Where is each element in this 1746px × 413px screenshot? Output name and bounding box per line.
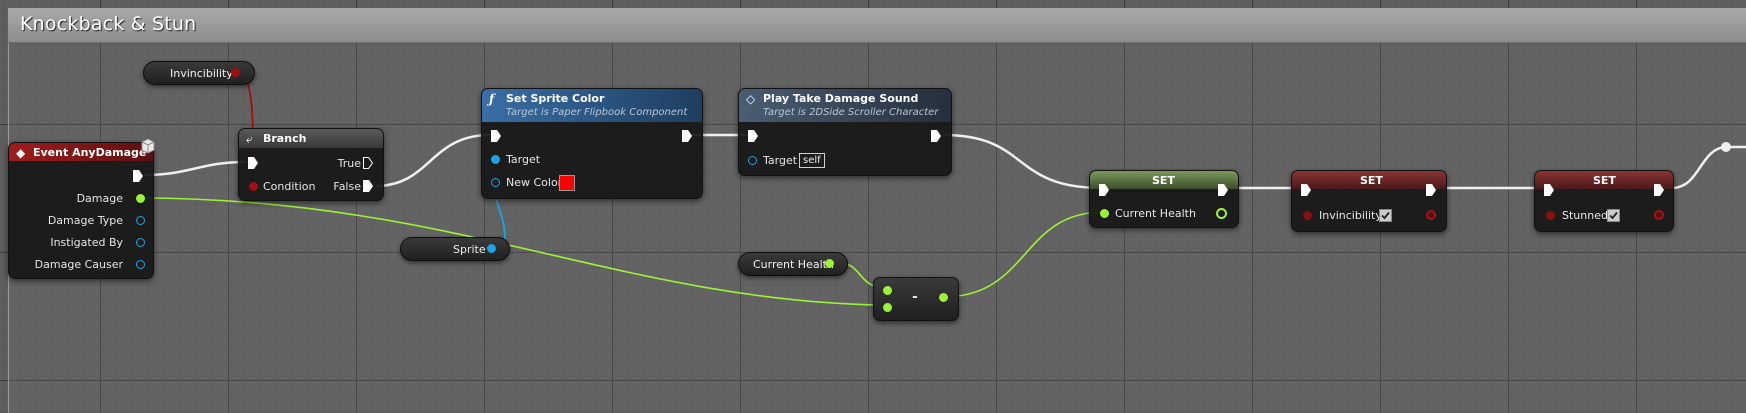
current-health-getter[interactable]: Current Health bbox=[738, 252, 848, 276]
exec-wire bbox=[1671, 145, 1746, 190]
sprite-getter[interactable]: Sprite bbox=[400, 237, 510, 261]
bool-output-pin[interactable] bbox=[231, 68, 240, 77]
custom-event-diamond-icon: ◇ bbox=[746, 92, 756, 106]
damage-causer-pin[interactable] bbox=[136, 260, 145, 269]
damage-type-pin-label: Damage Type bbox=[47, 214, 123, 227]
set-stunned-node[interactable]: SET Stunned bbox=[1534, 170, 1674, 232]
current-health-output-pin[interactable] bbox=[1216, 208, 1227, 219]
condition-pin-label: Condition bbox=[263, 180, 316, 193]
exec-input-pin[interactable] bbox=[1544, 184, 1554, 196]
comment-title: Knockback & Stun bbox=[20, 13, 197, 35]
exec-output-pin[interactable] bbox=[682, 130, 692, 142]
exec-output-pin[interactable] bbox=[931, 130, 941, 142]
play-sound-header: ◇ Play Take Damage Sound Target is 2DSid… bbox=[739, 89, 951, 122]
comment-header[interactable] bbox=[8, 8, 1746, 43]
object-output-pin[interactable] bbox=[487, 244, 496, 253]
float-wire bbox=[138, 197, 881, 306]
play-take-damage-sound-node[interactable]: ◇ Play Take Damage Sound Target is 2DSid… bbox=[738, 88, 952, 176]
subtract-input-b-pin[interactable] bbox=[883, 303, 892, 312]
branch-icon: ⤶ bbox=[246, 132, 253, 146]
event-anydamage-header: ◆ Event AnyDamage bbox=[9, 143, 153, 161]
damage-causer-pin-label: Damage Causer bbox=[34, 258, 123, 271]
invincibility-getter[interactable]: Invincibility bbox=[143, 61, 255, 85]
stunned-input-pin[interactable] bbox=[1546, 211, 1555, 220]
network-replication-icon bbox=[140, 137, 156, 155]
current-health-getter-label: Current Health bbox=[753, 258, 834, 271]
subtract-input-a-pin[interactable] bbox=[883, 286, 892, 295]
set-invincibility-node[interactable]: SET Invincibility bbox=[1291, 170, 1447, 232]
set-stunned-title: SET bbox=[1593, 174, 1616, 187]
exec-input-pin[interactable] bbox=[248, 157, 258, 169]
event-anydamage-node[interactable]: ◆ Event AnyDamage Damage Damage Type Ins… bbox=[8, 138, 155, 279]
new-color-pin-label: New Color bbox=[506, 176, 563, 189]
float-wire bbox=[942, 211, 1105, 298]
true-exec-pin[interactable] bbox=[363, 157, 373, 169]
function-icon: ƒ bbox=[489, 92, 495, 106]
stunned-pin-label: Stunned bbox=[1562, 209, 1608, 222]
current-health-pin-label: Current Health bbox=[1115, 207, 1196, 220]
set-stunned-header: SET bbox=[1535, 171, 1673, 189]
comment-box[interactable] bbox=[8, 8, 1746, 413]
set-sprite-color-title: Set Sprite Color bbox=[506, 92, 605, 105]
invincibility-pin-label: Invincibility bbox=[1319, 209, 1382, 222]
reroute-knot[interactable] bbox=[1721, 142, 1731, 152]
new-color-pin[interactable] bbox=[491, 178, 500, 187]
subtract-node[interactable]: - bbox=[873, 277, 959, 321]
play-sound-title: Play Take Damage Sound bbox=[763, 92, 919, 105]
exec-wire bbox=[375, 133, 491, 188]
target-pin-label: Target bbox=[506, 153, 541, 166]
invincibility-output-pin[interactable] bbox=[1426, 210, 1436, 220]
exec-output-pin[interactable] bbox=[1654, 184, 1664, 196]
exec-input-pin[interactable] bbox=[491, 130, 501, 142]
set-sprite-color-subtitle: Target is Paper Flipbook Component bbox=[506, 107, 688, 118]
target-self-value[interactable]: self bbox=[799, 153, 825, 168]
exec-output-pin[interactable] bbox=[1426, 184, 1436, 196]
branch-header: ⤶ Branch bbox=[239, 129, 383, 148]
damage-type-pin[interactable] bbox=[136, 216, 145, 225]
sprite-getter-label: Sprite bbox=[453, 243, 486, 256]
exec-input-pin[interactable] bbox=[748, 130, 758, 142]
current-health-input-pin[interactable] bbox=[1100, 209, 1109, 218]
exec-output-pin[interactable] bbox=[1218, 184, 1228, 196]
float-output-pin[interactable] bbox=[825, 259, 834, 268]
set-sprite-color-node[interactable]: ƒ Set Sprite Color Target is Paper Flipb… bbox=[481, 88, 703, 199]
event-diamond-icon: ◆ bbox=[16, 146, 26, 160]
branch-node[interactable]: ⤶ Branch True Condition False bbox=[238, 128, 384, 201]
stunned-checkbox[interactable] bbox=[1607, 209, 1620, 222]
set-sprite-color-header: ƒ Set Sprite Color Target is Paper Flipb… bbox=[482, 89, 702, 122]
true-pin-label: True bbox=[337, 157, 361, 170]
exec-input-pin[interactable] bbox=[1099, 184, 1109, 196]
set-invincibility-header: SET bbox=[1292, 171, 1446, 189]
target-pin[interactable] bbox=[491, 155, 500, 164]
subtract-output-pin[interactable] bbox=[939, 293, 948, 302]
false-pin-label: False bbox=[333, 180, 361, 193]
invincibility-checkbox[interactable] bbox=[1379, 209, 1392, 222]
set-health-title: SET bbox=[1152, 174, 1175, 187]
damage-pin[interactable] bbox=[136, 194, 145, 203]
set-current-health-node[interactable]: SET Current Health bbox=[1089, 170, 1239, 228]
instigated-by-pin[interactable] bbox=[136, 238, 145, 247]
stunned-output-pin[interactable] bbox=[1654, 210, 1664, 220]
play-sound-subtitle: Target is 2DSide Scroller Character bbox=[763, 107, 939, 118]
set-health-header: SET bbox=[1090, 171, 1238, 189]
exec-wire bbox=[143, 160, 247, 177]
subtract-operator: - bbox=[912, 289, 918, 305]
exec-output-pin[interactable] bbox=[133, 170, 143, 182]
exec-wire bbox=[942, 133, 1103, 190]
false-exec-pin[interactable] bbox=[363, 180, 373, 192]
event-anydamage-title: Event AnyDamage bbox=[33, 146, 147, 159]
target-pin-label: Target bbox=[763, 154, 798, 167]
condition-pin[interactable] bbox=[249, 182, 258, 191]
exec-input-pin[interactable] bbox=[1301, 184, 1311, 196]
invincibility-getter-label: Invincibility bbox=[170, 67, 233, 80]
branch-title: Branch bbox=[263, 132, 307, 145]
color-swatch[interactable] bbox=[559, 175, 575, 191]
set-invincibility-title: SET bbox=[1360, 174, 1383, 187]
instigated-by-pin-label: Instigated By bbox=[50, 236, 123, 249]
damage-pin-label: Damage bbox=[76, 192, 123, 205]
target-pin[interactable] bbox=[748, 156, 757, 165]
invincibility-input-pin[interactable] bbox=[1303, 211, 1312, 220]
